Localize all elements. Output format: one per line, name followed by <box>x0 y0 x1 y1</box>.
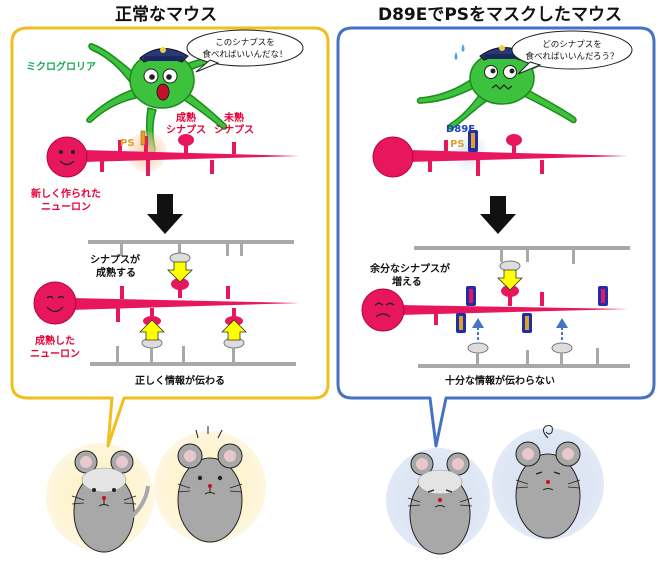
left-upper-dendrite <box>88 240 294 258</box>
left-bubble-line-1: このシナプスを <box>215 38 275 48</box>
new-neuron-left <box>46 130 300 178</box>
mature-synapse-label-1: 成熟 <box>176 111 196 124</box>
right-caption: 十分な情報が伝わらない <box>445 374 555 387</box>
mouse-left-1 <box>71 450 150 553</box>
right-down-arrow-icon <box>480 196 516 234</box>
extra-synapse-label-1: 余分なシナプスが <box>369 262 451 275</box>
left-speech-bubble: このシナプスを 食べればいいんだな！ <box>186 29 304 73</box>
left-bubble-line-2: 食べればいいんだな！ <box>202 49 287 60</box>
right-upper-dendrite <box>414 246 630 264</box>
left-panel-frame <box>10 26 330 448</box>
mature-synapse-label-2: シナプス <box>166 123 206 136</box>
microglia-face <box>143 68 178 101</box>
synapse-matures-label-1: シナプスが <box>90 253 141 266</box>
microglia-label: ミクログロリア <box>26 60 96 73</box>
microglia-confused-face <box>484 65 517 90</box>
right-speech-bubble: どのシナプスを 食べればいいんだろう？ <box>511 30 633 75</box>
immature-synapse-label-1: 未熟 <box>223 111 244 124</box>
mouse-left-2 <box>177 426 243 543</box>
left-receptors <box>139 252 247 349</box>
new-neuron-label-1: 新しく作られた <box>31 187 101 200</box>
right-panel-title: D89EでPSをマスクしたマウス <box>378 5 622 25</box>
left-caption: 正しく情報が伝わる <box>135 374 225 387</box>
right-bubble-line-1: どのシナプスを <box>542 40 602 50</box>
mouse-right-2 <box>515 425 581 539</box>
right-ps-label: PS <box>450 139 465 150</box>
right-receptors <box>467 260 573 354</box>
right-lower-dendrite <box>418 348 630 368</box>
immature-neuron-right <box>361 285 628 333</box>
left-panel-title: 正常なマウス <box>115 4 217 25</box>
left-ps-label: PS <box>120 138 135 149</box>
police-hat-icon <box>139 47 189 63</box>
mature-neuron-label-2: ニューロン <box>30 349 80 360</box>
right-panel-frame <box>336 26 656 448</box>
left-lower-dendrite <box>90 346 296 366</box>
extra-synapse-label-2: 増える <box>392 275 422 288</box>
d89e-label: D89E <box>446 124 475 135</box>
mature-neuron-left <box>33 278 300 326</box>
sweat-drops-icon <box>454 44 465 60</box>
mature-neuron-label-1: 成熟した <box>35 334 75 347</box>
mouse-right-1 <box>407 452 473 555</box>
microglia-confused <box>416 50 582 130</box>
immature-synapse-label-2: シナプス <box>214 123 254 136</box>
new-neuron-label-2: ニューロン <box>41 202 91 213</box>
synapse-matures-label-2: 成熟する <box>96 266 136 279</box>
right-bubble-line-2: 食べればいいんだろう？ <box>526 51 619 62</box>
new-neuron-right <box>372 130 628 178</box>
left-down-arrow-icon <box>147 194 183 234</box>
